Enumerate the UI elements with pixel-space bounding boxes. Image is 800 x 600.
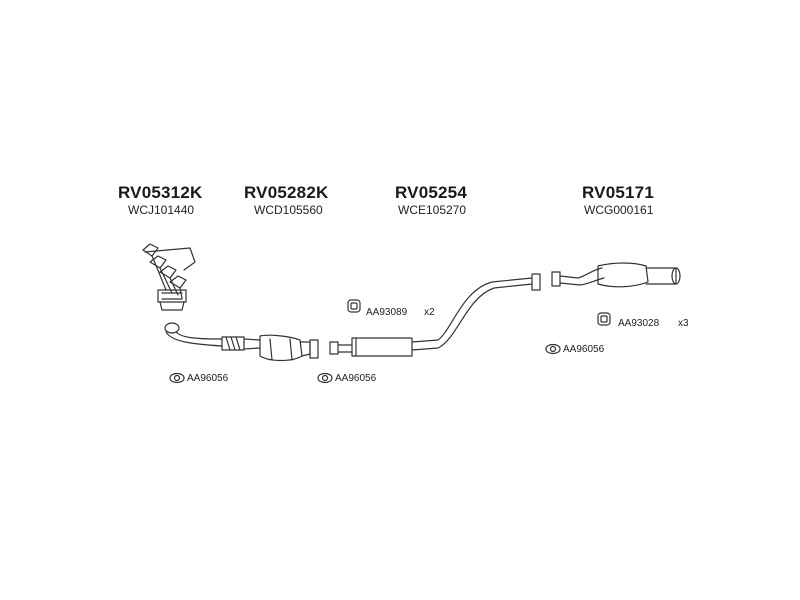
middle-silencer-pipe xyxy=(329,273,541,357)
part-ref-rear-silencer: WCG000161 xyxy=(584,203,654,217)
catalytic-converter xyxy=(259,334,319,362)
part-code-middle-silencer: RV05254 xyxy=(395,183,467,202)
rubber-hanger-icon xyxy=(347,299,361,313)
accessory-label-hanger-1: AA93089 xyxy=(366,307,408,318)
gasket-icon xyxy=(545,343,561,355)
rubber-hanger-icon xyxy=(597,312,611,326)
part-ref-manifold: WCJ101440 xyxy=(128,203,195,217)
gasket-icon xyxy=(169,372,185,384)
accessory-label-gasket-3: AA96056 xyxy=(563,344,605,355)
accessory-label-hanger-2: AA93028 xyxy=(618,318,660,329)
accessory-label-gasket-2: AA96056 xyxy=(335,373,377,384)
exhaust-manifold xyxy=(142,243,196,311)
part-code-catalyst: RV05282K xyxy=(244,183,329,202)
gasket-icon xyxy=(317,372,333,384)
part-code-manifold: RV05312K xyxy=(118,183,203,202)
front-pipe xyxy=(164,322,261,351)
part-ref-middle-silencer: WCE105270 xyxy=(398,203,467,217)
rear-silencer xyxy=(551,262,681,288)
accessory-qty-hanger-1: x2 xyxy=(424,307,435,318)
part-code-rear-silencer: RV05171 xyxy=(582,183,654,202)
accessory-label-gasket-1: AA96056 xyxy=(187,373,229,384)
part-ref-catalyst: WCD105560 xyxy=(254,203,323,217)
accessory-qty-hanger-2: x3 xyxy=(678,318,689,329)
